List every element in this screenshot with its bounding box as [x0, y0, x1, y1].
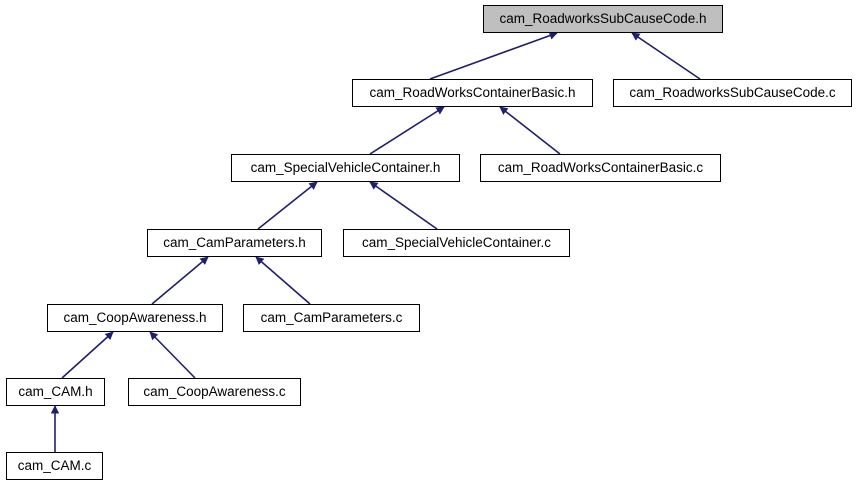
graph-node-label: cam_CAM.h [18, 384, 93, 400]
graph-node-label: cam_CamParameters.c [260, 310, 403, 326]
graph-edge-n9-to-n7 [61, 331, 114, 379]
graph-node-label: cam_SpecialVehicleContainer.c [361, 235, 552, 251]
graph-edge-n3-to-n1 [369, 106, 445, 155]
graph-node-cam-coopawareness-c[interactable]: cam_CoopAwareness.c [128, 378, 301, 406]
graph-edge-n2-to-n0 [631, 32, 701, 80]
graph-edge-n5-to-n3 [257, 181, 318, 230]
graph-node-label: cam_RoadworksSubCauseCode.c [629, 85, 836, 101]
graph-node-cam-camparameters-h[interactable]: cam_CamParameters.h [147, 229, 322, 257]
graph-edge-n10-to-n7 [149, 331, 196, 379]
graph-node-label: cam_CoopAwareness.h [63, 310, 207, 326]
graph-edge-n1-to-n0 [429, 31, 558, 80]
graph-node-label: cam_RoadworksSubCauseCode.h [499, 11, 707, 27]
graph-node-label: cam_CAM.c [17, 458, 92, 474]
graph-node-cam-specialvehiclecontainer-c[interactable]: cam_SpecialVehicleContainer.c [343, 229, 570, 257]
graph-edge-n8-to-n5 [255, 256, 311, 305]
graph-node-cam-cam-c[interactable]: cam_CAM.c [6, 452, 103, 480]
graph-node-cam-roadworkssubcausecode-c[interactable]: cam_RoadworksSubCauseCode.c [613, 79, 852, 107]
graph-node-cam-roadworkscontainerbasic-h[interactable]: cam_RoadWorksContainerBasic.h [352, 79, 593, 107]
graph-node-cam-cam-h[interactable]: cam_CAM.h [6, 378, 105, 406]
graph-node-label: cam_RoadWorksContainerBasic.c [497, 160, 704, 176]
graph-node-cam-camparameters-c[interactable]: cam_CamParameters.c [243, 304, 420, 332]
graph-node-label: cam_SpecialVehicleContainer.h [250, 160, 441, 176]
graph-node-label: cam_RoadWorksContainerBasic.h [369, 85, 576, 101]
graph-node-cam-specialvehiclecontainer-h[interactable]: cam_SpecialVehicleContainer.h [231, 154, 460, 182]
graph-edge-n7-to-n5 [151, 256, 209, 305]
graph-edge-n6-to-n3 [369, 181, 438, 230]
graph-edge-n4-to-n1 [499, 106, 561, 155]
graph-node-label: cam_CamParameters.h [163, 235, 306, 251]
graph-node-cam-roadworkssubcausecode-h[interactable]: cam_RoadworksSubCauseCode.h [483, 5, 723, 33]
graph-node-cam-roadworkscontainerbasic-c[interactable]: cam_RoadWorksContainerBasic.c [480, 154, 721, 182]
graph-node-cam-coopawareness-h[interactable]: cam_CoopAwareness.h [47, 304, 223, 332]
graph-node-label: cam_CoopAwareness.c [143, 384, 286, 400]
